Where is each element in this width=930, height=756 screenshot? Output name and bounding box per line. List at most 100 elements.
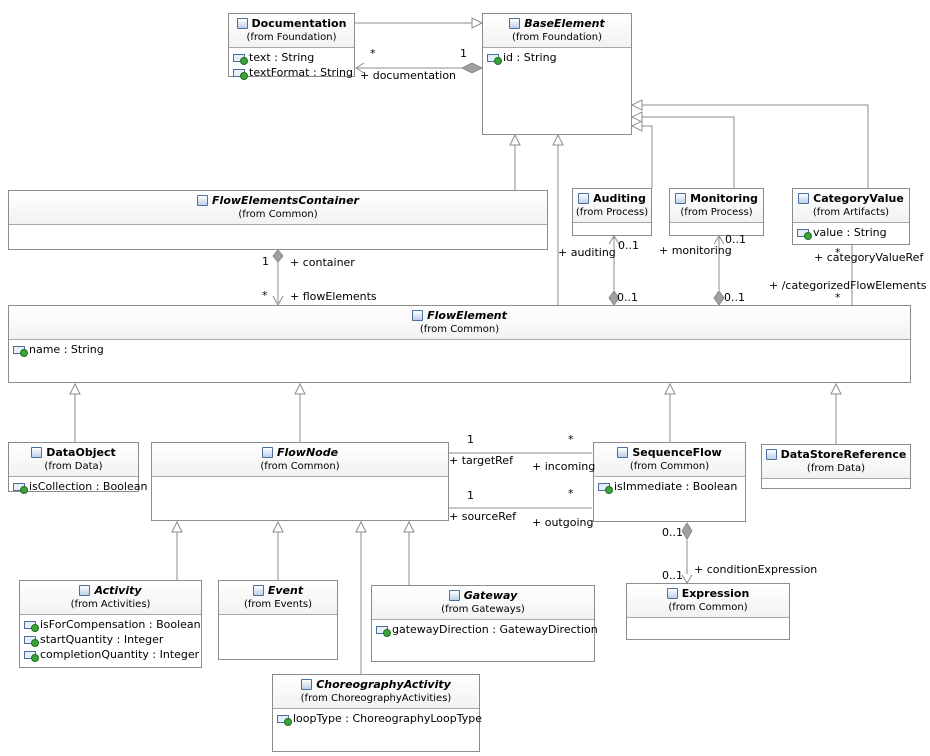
attribute: startQuantity : Integer: [24, 632, 197, 647]
attribute-icon: [13, 483, 28, 494]
class-package: (from ChoreographyActivities): [300, 693, 452, 704]
attribute-icon: [376, 626, 391, 637]
class-category-value[interactable]: CategoryValue(from Artifacts) value : St…: [792, 188, 910, 245]
attribute-icon: [233, 54, 248, 65]
class-icon: [509, 18, 521, 29]
class-gateway[interactable]: Gateway(from Gateways) gatewayDirection …: [371, 585, 598, 662]
class-icon: [666, 588, 678, 599]
class-expression[interactable]: Expression (from Common): [626, 583, 790, 640]
class-package: (from Common): [629, 461, 710, 472]
class-package: (from Events): [243, 599, 313, 610]
attribute-icon: [24, 651, 39, 662]
attribute: textFormat : String: [233, 65, 353, 80]
class-name: CategoryValue: [813, 192, 904, 205]
class-package: (from Process): [680, 207, 753, 218]
class-package: (from Common): [260, 461, 340, 472]
class-icon: [236, 18, 248, 29]
class-package: (from Common): [668, 602, 748, 613]
class-name: Auditing: [593, 192, 646, 205]
class-name: ChoreographyActivity: [316, 678, 451, 691]
role-label: + auditing: [558, 246, 616, 259]
attribute-icon: [487, 54, 502, 65]
class-icon: [578, 193, 590, 204]
class-icon: [448, 590, 460, 601]
class-monitoring[interactable]: Monitoring (from Process): [669, 188, 764, 236]
class-icon: [798, 193, 810, 204]
class-name: Expression: [681, 587, 750, 600]
class-flow-node[interactable]: FlowNode (from Common): [151, 442, 449, 521]
arrowhead-datastorereference: [830, 382, 842, 395]
diamond-monitoring: [713, 290, 725, 306]
diamond-documentation: [460, 62, 484, 74]
class-activity[interactable]: Activity(from Activities) isForCompensat…: [19, 580, 202, 668]
class-package: (from Gateways): [441, 604, 525, 615]
class-documentation[interactable]: Documentation(from Foundation) text : St…: [228, 13, 355, 80]
attribute: isImmediate : Boolean: [598, 479, 741, 494]
arrowhead-activity: [171, 520, 183, 533]
attribute-icon: [24, 621, 39, 632]
class-icon: [197, 195, 209, 206]
class-package: (from Data): [806, 463, 866, 474]
attribute: id : String: [487, 50, 627, 65]
multiplicity-label: *: [568, 487, 574, 500]
attribute: value : String: [797, 225, 905, 240]
multiplicity-label: *: [262, 289, 268, 302]
class-icon: [675, 193, 687, 204]
class-choreography-activity[interactable]: ChoreographyActivity (from ChoreographyAc…: [272, 674, 482, 752]
class-package: (from Data): [44, 461, 103, 472]
attribute-icon: [797, 229, 812, 240]
diamond-auditing: [608, 290, 620, 306]
class-icon: [79, 585, 91, 596]
multiplicity-label: 1: [467, 489, 474, 502]
arrowhead-monitoring: [630, 111, 643, 123]
class-name: Activity: [94, 584, 142, 597]
attribute: text : String: [233, 50, 350, 65]
gen-monitoring-baseelement: [642, 116, 735, 188]
class-name: SequenceFlow: [632, 446, 722, 459]
class-icon: [31, 447, 43, 458]
class-package: (from Process): [575, 207, 649, 218]
class-data-store-reference[interactable]: DataStoreReference (from Data): [761, 444, 911, 489]
class-name: Monitoring: [690, 192, 758, 205]
class-name: FlowElementsContainer: [212, 194, 359, 207]
arrowhead-flowelementscontainer: [509, 133, 521, 146]
attribute-icon: [277, 715, 292, 726]
class-name: Event: [267, 584, 304, 597]
class-flow-element[interactable]: FlowElement(from Common) name : String: [8, 305, 911, 383]
class-name: DataStoreReference: [780, 448, 907, 461]
multiplicity-label: *: [835, 246, 841, 259]
class-icon: [261, 447, 273, 458]
class-name: FlowNode: [276, 446, 339, 459]
class-base-element[interactable]: BaseElement(from Foundation) id : String: [482, 13, 632, 135]
role-label: + documentation: [360, 69, 457, 82]
role-label: + categoryValueRef: [814, 251, 924, 264]
attribute: completionQuantity : Integer: [24, 647, 199, 662]
role-label: + sourceRef: [449, 510, 517, 523]
arrowhead-event: [272, 520, 284, 533]
class-name: Gateway: [463, 589, 518, 602]
navarrow-auditing: [608, 235, 620, 245]
multiplicity-label: 0..1: [662, 569, 683, 582]
diamond-container: [272, 249, 284, 263]
class-auditing[interactable]: Auditing (from Process): [572, 188, 652, 236]
class-name: DataObject: [46, 446, 116, 459]
arrowhead-auditing: [630, 120, 643, 132]
role-label: + conditionExpression: [694, 563, 818, 576]
class-event[interactable]: Event (from Events): [218, 580, 338, 660]
class-flow-elements-container[interactable]: FlowElementsContainer(from Common): [8, 190, 548, 250]
class-icon: [617, 447, 629, 458]
class-icon: [765, 449, 777, 460]
multiplicity-label: 1: [460, 47, 467, 60]
class-data-object[interactable]: DataObject(from Data) isCollection : Boo…: [8, 442, 147, 494]
class-icon: [301, 679, 313, 690]
arrowhead-gateway: [403, 520, 415, 533]
multiplicity-label: *: [370, 47, 376, 60]
class-package: (from Common): [419, 324, 500, 335]
arrowhead-flownode: [294, 382, 306, 395]
class-name: BaseElement: [524, 17, 605, 30]
arrowhead-categoryvalue: [630, 99, 643, 111]
multiplicity-label: 1: [262, 255, 269, 268]
class-sequence-flow[interactable]: SequenceFlow (from Common) isImmediate : …: [593, 442, 746, 522]
attribute: isForCompensation : Boolean: [24, 617, 201, 632]
